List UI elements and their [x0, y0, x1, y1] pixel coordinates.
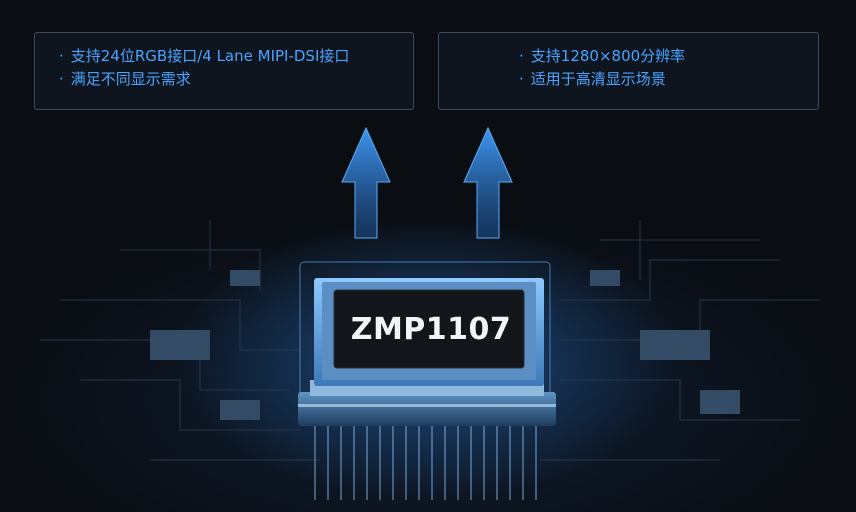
circuit-traces: [40, 220, 820, 461]
feature-text: 满足不同显示需求: [70, 70, 191, 88]
feature-line: · 适用于高清显示场景: [439, 68, 818, 91]
feature-line: · 支持24位RGB接口/4 Lane MIPI-DSI接口: [35, 45, 413, 68]
feature-box-interface: · 支持24位RGB接口/4 Lane MIPI-DSI接口 · 满足不同显示需求: [34, 32, 414, 110]
circuit-components: [150, 270, 740, 420]
bullet: ·: [59, 47, 64, 65]
bullet: ·: [519, 70, 524, 88]
bullet: ·: [519, 47, 524, 65]
chip-pins: [314, 426, 537, 500]
feature-line: · 满足不同显示需求: [35, 68, 413, 91]
feature-text: 支持24位RGB接口/4 Lane MIPI-DSI接口: [70, 47, 350, 65]
bullet: ·: [59, 70, 64, 88]
feature-line: · 支持1280×800分辨率: [439, 45, 818, 68]
chip-label: ZMP1107: [350, 311, 512, 347]
chip-body: [314, 278, 544, 386]
arrow-up-icon: [463, 126, 513, 239]
feature-text: 适用于高清显示场景: [530, 70, 666, 88]
chip-base: [298, 380, 556, 426]
feature-box-resolution: · 支持1280×800分辨率 · 适用于高清显示场景: [438, 32, 819, 110]
arrow-up-icon: [341, 126, 391, 239]
feature-text: 支持1280×800分辨率: [530, 47, 686, 65]
